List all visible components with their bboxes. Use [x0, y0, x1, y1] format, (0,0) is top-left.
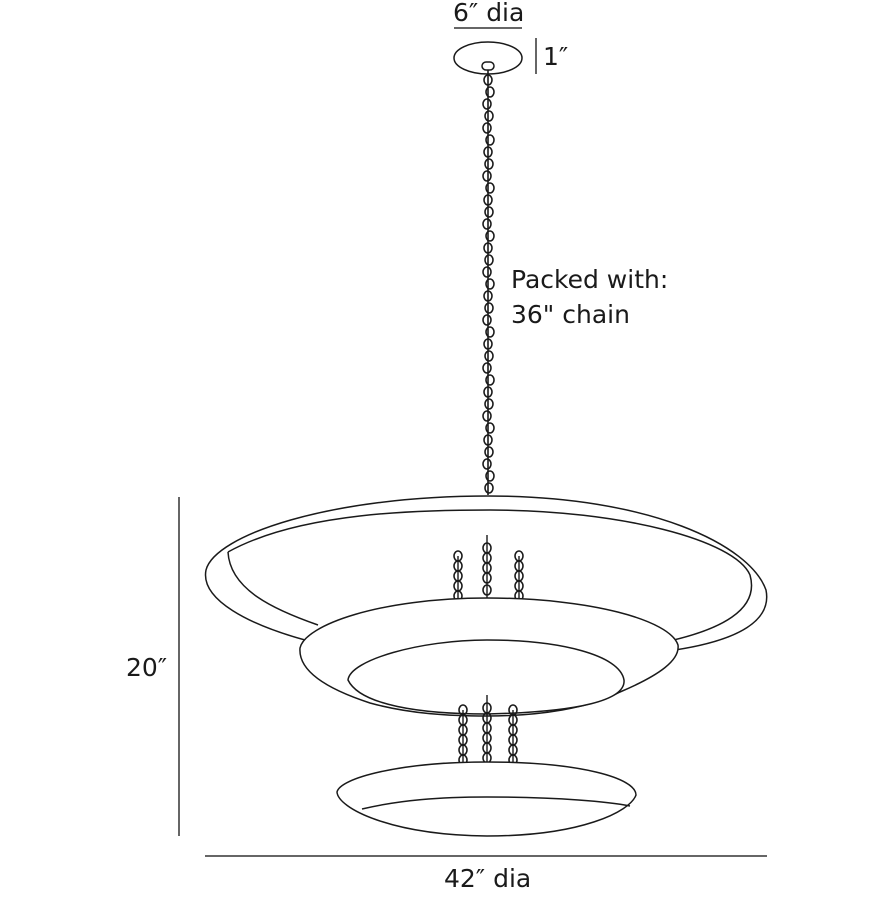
overall-height-label: 20″	[126, 653, 168, 682]
lower-inner-chains	[458, 695, 518, 766]
overall-diameter-label: 42″ dia	[444, 864, 532, 893]
canopy-height-label: 1″	[543, 42, 569, 71]
packed-with-note: Packed with: 36" chain	[511, 262, 668, 332]
upper-inner-chains	[453, 535, 524, 602]
packed-with-line1: Packed with:	[511, 265, 669, 294]
main-chain	[482, 70, 495, 495]
canopy-diameter-label: 6″ dia	[453, 0, 525, 27]
top-tier-dish	[204, 495, 768, 651]
middle-tier-dish	[299, 597, 679, 717]
bottom-tier-dish	[336, 761, 637, 837]
packed-with-line2: 36" chain	[511, 300, 630, 329]
